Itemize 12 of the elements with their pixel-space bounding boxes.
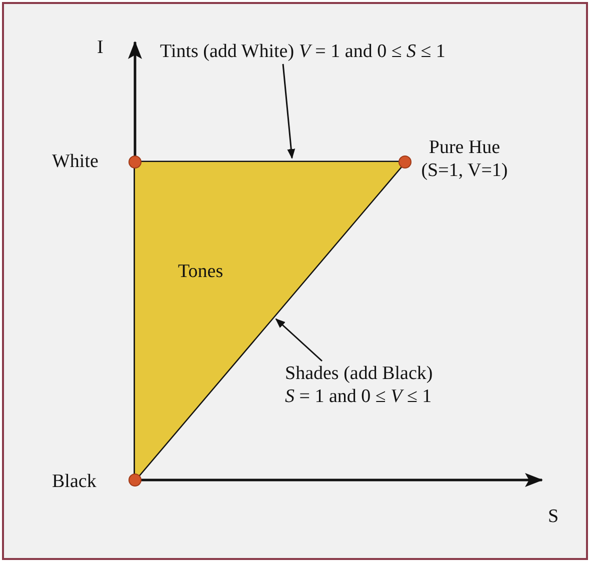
axis-label: I — [97, 36, 104, 59]
point-label: Black — [52, 470, 98, 493]
line — [141, 160, 399, 164]
region-label: Tones — [178, 260, 224, 283]
leader-line — [282, 64, 296, 159]
annotation-text: Tints (add White) V = 1 and 0 ≤ S ≤ 1 — [160, 40, 446, 63]
annotation-text: Shades (add Black) S = 1 and 0 ≤ V ≤ 1 — [285, 362, 434, 408]
leader-line — [275, 318, 322, 362]
point-label: Pure Hue (S=1, V=1) — [420, 136, 509, 182]
line — [134, 168, 136, 474]
axis-label: S — [548, 505, 559, 528]
point-label: White — [52, 150, 100, 173]
